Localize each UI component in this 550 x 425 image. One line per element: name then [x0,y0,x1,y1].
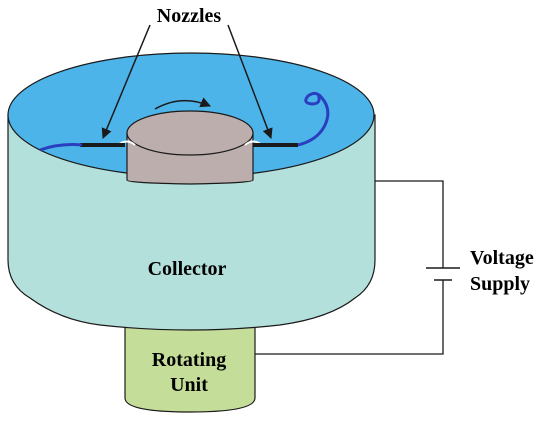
rotating-unit-label-line2: Unit [170,374,208,396]
collector-label: Collector [148,258,227,280]
nozzle-pointer-left [101,24,151,139]
rotating-unit-label-line1: Rotating [152,349,226,371]
nozzle-pointer-right [227,24,273,139]
nozzles-label: Nozzles [157,5,222,27]
fiber-left [39,143,83,152]
spinneret [126,110,254,185]
voltage-supply-label-line1: Voltage [470,247,534,269]
battery-symbol-icon [426,267,460,281]
circuit-wires [255,180,444,355]
fiber-right [297,91,330,147]
curved-arrow-right-icon [154,97,211,110]
voltage-supply-label-line2: Supply [470,273,530,295]
rotating-unit [124,319,256,413]
